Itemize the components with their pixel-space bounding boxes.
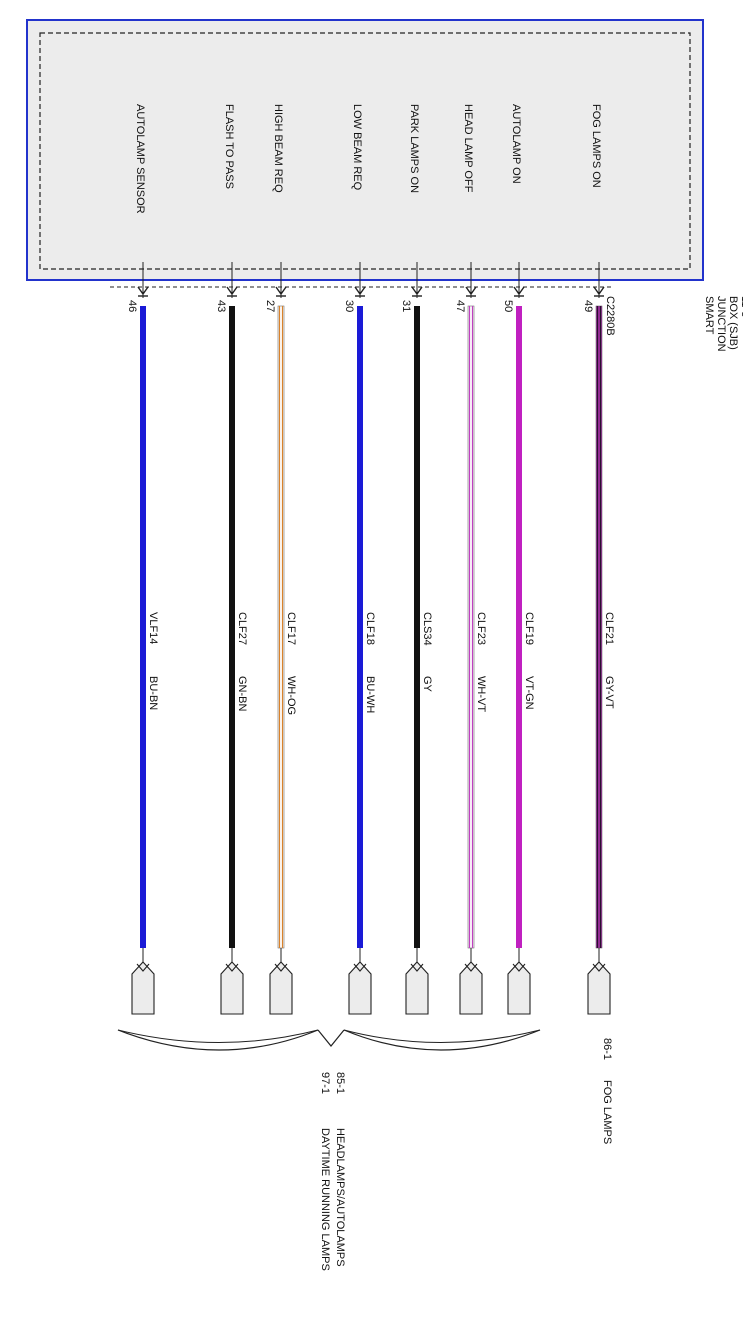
wire-body (516, 306, 522, 948)
wire-circuit-label: CLF17 (285, 612, 297, 645)
wire-pin-number: 43 (215, 300, 227, 312)
wire-color-code: BU-WH (364, 676, 376, 713)
connector-terminal-icon (348, 961, 372, 1015)
wire-body (140, 306, 146, 948)
wire-circuit-label: CLF18 (364, 612, 376, 645)
svg-text:BOX (SJB): BOX (SJB) (727, 296, 739, 350)
wire-color-code: BU-BN (147, 676, 159, 710)
wire-pin-number: 27 (264, 300, 276, 312)
wire-color-code: WH-OG (285, 676, 297, 715)
wire-circuit-label: CLF23 (475, 612, 487, 645)
svg-text:SMART: SMART (703, 296, 715, 335)
wire-color-code: VT-GN (523, 676, 535, 710)
brace-right (343, 1029, 541, 1051)
module-line: 11-3 (739, 296, 743, 317)
brace-join (317, 1029, 345, 1047)
wire-function-label: AUTOLAMP SENSOR (134, 104, 146, 214)
brace-left (117, 1029, 319, 1051)
wire-body (357, 306, 363, 948)
module-line: BOX (SJB) (727, 296, 739, 350)
connector-terminal-icon (220, 961, 244, 1015)
pin-terminal-icon (275, 286, 287, 296)
pin-terminal-icon (137, 286, 149, 296)
connector-terminal-icon (405, 961, 429, 1015)
wire-function-label: PARK LAMPS ON (408, 104, 420, 193)
connector-chevron-icon (464, 963, 478, 972)
module-box (26, 19, 704, 281)
connector-chevron-icon (512, 963, 526, 972)
svg-text:FOG LAMPS: FOG LAMPS (601, 1080, 613, 1144)
connector-label: C2280B (604, 296, 616, 336)
svg-text:HEADLAMPS/AUTOLAMPS: HEADLAMPS/AUTOLAMPS (334, 1128, 346, 1267)
wire-body (229, 306, 235, 948)
module-inner-dashed (39, 32, 691, 270)
svg-text:JUNCTION: JUNCTION (715, 296, 727, 352)
wire-circuit-label: CLS34 (421, 612, 433, 646)
connector-chevron-icon (274, 963, 288, 972)
wire-function-label: AUTOLAMP ON (510, 104, 522, 184)
wire-function-label: FLASH TO PASS (223, 104, 235, 189)
wire-circuit-label: CLF21 (603, 612, 615, 645)
connector-terminal-icon (587, 961, 611, 1015)
wire-function-label: HIGH BEAM REQ (272, 104, 284, 193)
wire-pin-number: 46 (126, 300, 138, 312)
svg-text:97-1: 97-1 (319, 1072, 331, 1094)
wire-body (414, 306, 420, 948)
wire-color-code: WH-VT (475, 676, 487, 712)
wire-pin-number: 30 (343, 300, 355, 312)
brace-right-inner (343, 1029, 541, 1043)
module-line: JUNCTION (715, 296, 727, 352)
wire-circuit-label: VLF14 (147, 612, 159, 644)
svg-text:86-1: 86-1 (601, 1038, 613, 1060)
wire-function-label: FOG LAMPS ON (590, 104, 602, 188)
wire-color-code: GN-BN (236, 676, 248, 712)
connector-chevron-icon (353, 963, 367, 972)
connector-terminal-icon (459, 961, 483, 1015)
svg-text:DAYTIME RUNNING LAMPS: DAYTIME RUNNING LAMPS (319, 1128, 331, 1271)
pin-terminal-icon (465, 286, 477, 296)
connector-chevron-icon (592, 963, 606, 972)
pin-terminal-icon (226, 286, 238, 296)
pin-terminal-icon (593, 286, 605, 296)
wire-pin-number: 31 (400, 300, 412, 312)
brace-left-inner (117, 1029, 319, 1043)
wire-pin-number: 49 (582, 300, 594, 312)
module-label: SMART JUNCTION BOX (SJB) 11-3 151-6 151-… (703, 296, 743, 352)
module-line: SMART (703, 296, 715, 335)
connector-chevron-icon (136, 963, 150, 972)
connector-terminal-icon (131, 961, 155, 1015)
pin-terminal-icon (411, 286, 423, 296)
pin-terminal-icon (354, 286, 366, 296)
svg-text:11-3: 11-3 (739, 296, 743, 317)
wire-circuit-label: CLF19 (523, 612, 535, 645)
connector-terminal-icon (507, 961, 531, 1015)
connector-terminal-icon (269, 961, 293, 1015)
wire-color-code: GY-VT (603, 676, 615, 709)
wire-function-label: LOW BEAM REQ (351, 104, 363, 191)
destination-fog-lamps: 86-1 FOG LAMPS (601, 1038, 613, 1144)
wire-color-code: GY (421, 676, 433, 693)
wire-function-label: HEAD LAMP OFF (462, 104, 474, 193)
wire-circuit-label: CLF27 (236, 612, 248, 645)
connector-chevron-icon (225, 963, 239, 972)
connector-chevron-icon (410, 963, 424, 972)
svg-text:85-1: 85-1 (334, 1072, 346, 1094)
pin-terminal-icon (513, 286, 525, 296)
wire-pin-number: 50 (502, 300, 514, 312)
destination-headlamps: 85-1 97-1 HEADLAMPS/AUTOLAMPS DAYTIME RU… (319, 1072, 346, 1271)
wire-pin-number: 47 (454, 300, 466, 312)
